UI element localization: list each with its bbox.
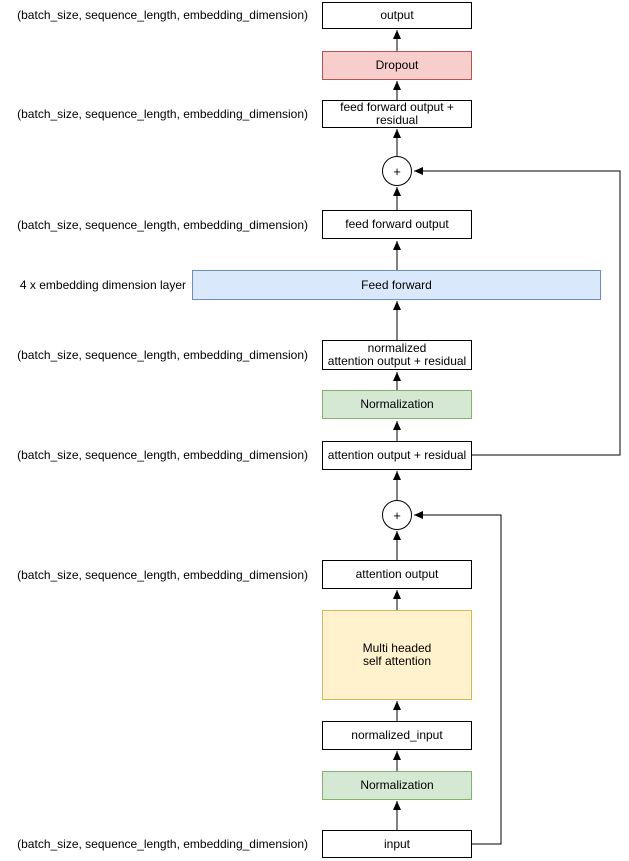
node-attention-output: attention output: [322, 560, 472, 589]
node-feed-forward-output-residual: feed forward output + residual: [322, 100, 472, 128]
residual-line-input-to-add: [414, 511, 502, 845]
residual-line-attention-residual-to-add: [414, 167, 621, 456]
dims-label-attention-output: (batch_size, sequence_length, embedding_…: [17, 568, 308, 582]
node-input: input: [322, 830, 472, 858]
node-normalized-attention-output-residual: normalized attention output + residual: [322, 340, 472, 370]
dims-label-feed-forward-output-residual: (batch_size, sequence_length, embedding_…: [17, 107, 308, 121]
node-feed-forward: Feed forward: [192, 270, 601, 300]
add-node-top: +: [382, 156, 412, 186]
feed-forward-layer-label: 4 x embedding dimension layer: [19, 278, 186, 292]
add-node-bottom: +: [382, 500, 412, 530]
node-feed-forward-output: feed forward output: [322, 210, 472, 239]
dims-label-input: (batch_size, sequence_length, embedding_…: [17, 837, 308, 851]
node-normalization-lower: Normalization: [322, 771, 472, 800]
node-output: output: [322, 2, 472, 29]
node-attention-output-residual: attention output + residual: [322, 441, 472, 470]
dims-label-feed-forward-output: (batch_size, sequence_length, embedding_…: [17, 218, 308, 232]
dims-label-output: (batch_size, sequence_length, embedding_…: [17, 8, 308, 22]
dims-label-normalized-attention-output-residual: (batch_size, sequence_length, embedding_…: [17, 348, 308, 362]
node-dropout: Dropout: [322, 51, 472, 80]
node-normalization-upper: Normalization: [322, 390, 472, 419]
dims-label-attention-output-residual: (batch_size, sequence_length, embedding_…: [17, 448, 308, 462]
node-normalized-input: normalized_input: [322, 721, 472, 750]
node-multi-headed-self-attention: Multi headed self attention: [322, 610, 472, 700]
